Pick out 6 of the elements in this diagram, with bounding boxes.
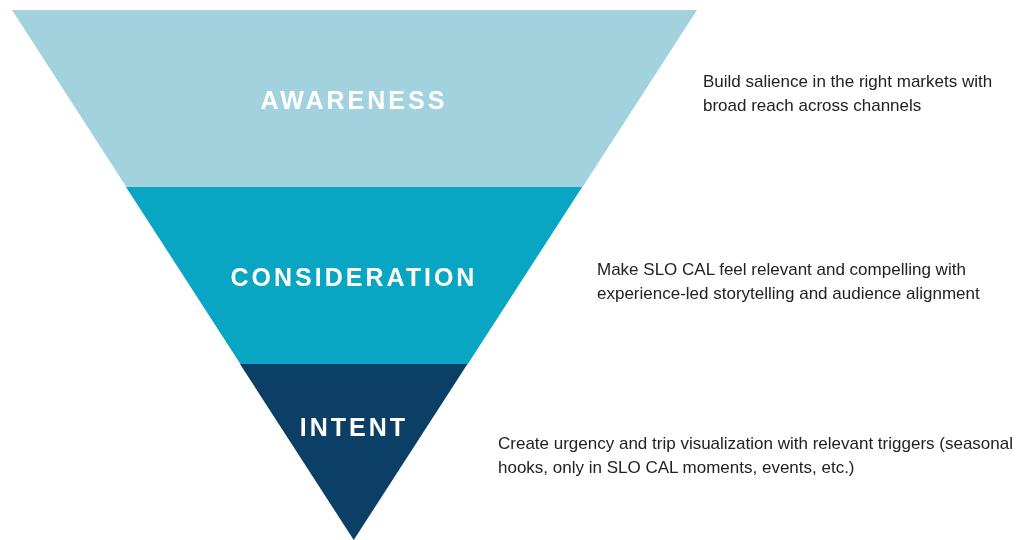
stage-description: Make SLO CAL feel relevant and compelling with experience-led storytelling and audience alignment [597, 259, 981, 305]
stage-description: Build salience in the right markets with broad reach across channels [703, 71, 994, 117]
stage-label: AWARENESS [259, 86, 449, 115]
stage-label: INTENT [298, 413, 410, 442]
stage-description: Create urgency and trip visualization with relevant triggers (seasonal hooks, only in SLO CAL moments, events, etc.) [498, 433, 1014, 479]
stage-label: CONSIDERATION [229, 263, 479, 292]
